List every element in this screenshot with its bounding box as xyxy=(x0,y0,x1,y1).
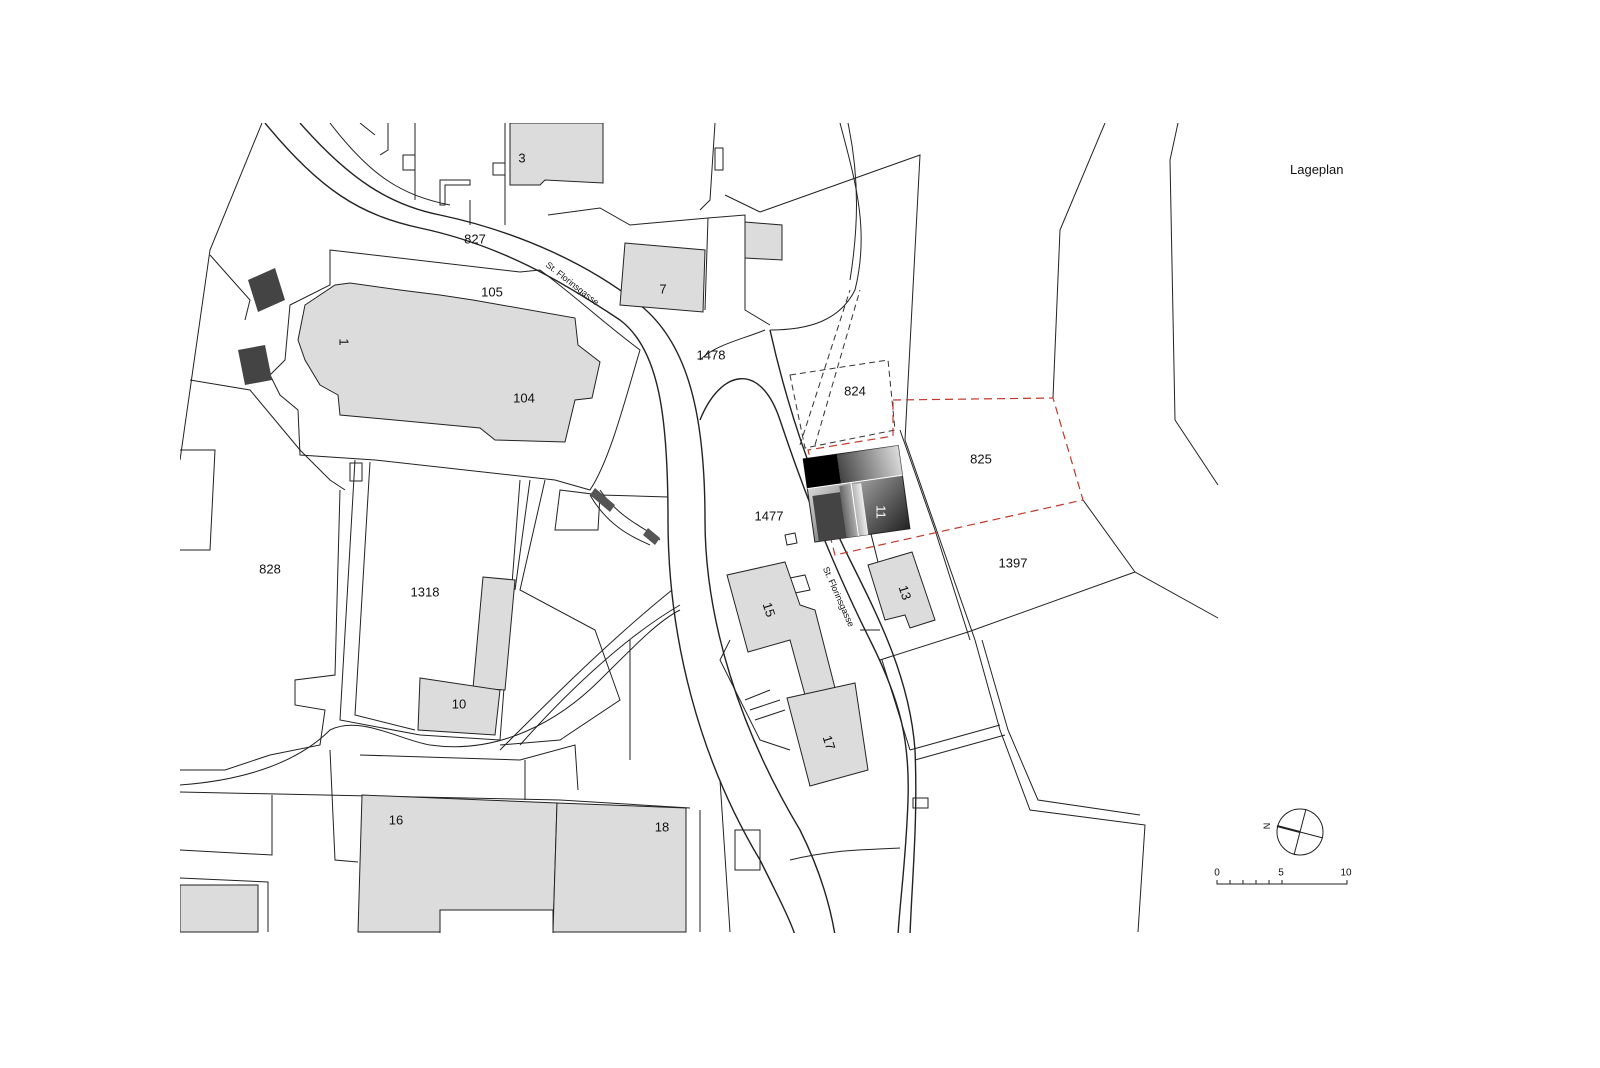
building-11-label: 11 xyxy=(874,505,889,519)
north-label: N xyxy=(1262,823,1272,830)
street-label-north: St. Florinsgasse xyxy=(544,260,601,308)
parcel-1477-label: 1477 xyxy=(755,508,784,523)
parcel-824-boundary xyxy=(789,359,896,449)
scale-tick-5: 5 xyxy=(1278,868,1284,879)
building-1-label: 1 xyxy=(337,338,352,345)
parcel-1478-label: 1478 xyxy=(697,347,726,362)
building-7-label: 7 xyxy=(659,281,666,296)
buildings xyxy=(180,123,936,933)
north-arrow-icon: N xyxy=(1262,808,1324,856)
building-3-label: 3 xyxy=(518,150,525,165)
street-label-east: St. Florinsgasse xyxy=(821,565,856,628)
scale-tick-10: 10 xyxy=(1340,868,1352,879)
parcel-825-label: 825 xyxy=(970,451,992,466)
building-15 xyxy=(726,561,836,696)
building-13 xyxy=(867,551,936,629)
parcel-828-label: 828 xyxy=(259,561,281,576)
parcel-104-label: 104 xyxy=(513,390,535,405)
parcel-824-label: 824 xyxy=(844,383,866,398)
parcel-1397-label: 1397 xyxy=(999,555,1028,570)
building-17-label: 17 xyxy=(820,733,839,751)
parcel-827-label: 827 xyxy=(464,231,486,246)
building-10 xyxy=(417,677,501,736)
plan-title: Lageplan xyxy=(1290,162,1344,177)
building-3 xyxy=(509,123,604,186)
building-10-wing xyxy=(472,576,516,691)
building-10-label: 10 xyxy=(452,696,466,711)
building-18 xyxy=(552,802,687,933)
parcel-105-label: 105 xyxy=(481,284,503,299)
map-linework xyxy=(180,123,1219,933)
building-13-label: 13 xyxy=(896,583,915,601)
building-11-roof xyxy=(802,444,911,543)
scale-tick-0: 0 xyxy=(1214,868,1220,879)
building-18-label: 18 xyxy=(655,819,669,834)
building-17 xyxy=(786,682,869,787)
building-15-label: 15 xyxy=(760,600,779,618)
building-bottom-left xyxy=(180,884,259,933)
scale-bar: 0 5 10 xyxy=(1214,868,1352,885)
parcel-1318-label: 1318 xyxy=(411,584,440,599)
building-annex xyxy=(744,221,783,261)
building-7 xyxy=(619,242,706,313)
building-16-label: 16 xyxy=(389,812,403,827)
building-church xyxy=(297,282,601,443)
project-boundary xyxy=(807,397,1084,556)
